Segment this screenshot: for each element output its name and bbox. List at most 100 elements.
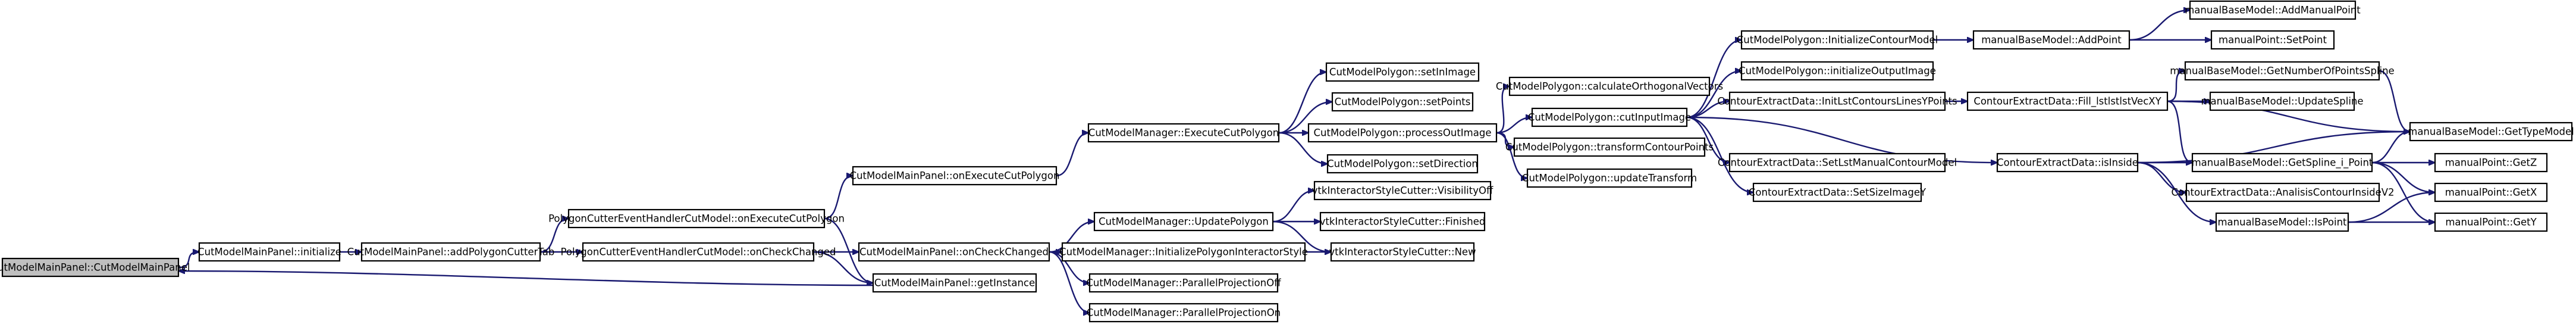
node-cutmodelmanager-parallelprojectionoff[interactable]: CutModelManager::ParallelProjectionOff bbox=[1086, 273, 1281, 293]
node-manualbasemodel-ispoint[interactable]: manualBaseModel::IsPoint bbox=[2215, 212, 2349, 232]
node-cutmodelmainpanel-cutmodelmainpanel[interactable]: CutModelMainPanel::CutModelMainPanel bbox=[0, 257, 190, 278]
node-contourextractdata-setsizeimagey[interactable]: ContourExtractData::SetSizeImageY bbox=[1749, 182, 1926, 202]
node-manualbasemodel-getnumberofpointsspline[interactable]: manualBaseModel::GetNumberOfPointsSpline bbox=[2170, 61, 2395, 81]
node-cutmodelmanager-updatepolygon[interactable]: CutModelManager::UpdatePolygon bbox=[1093, 211, 1274, 232]
node-box[interactable] bbox=[2189, 0, 2357, 20]
node-box[interactable] bbox=[1526, 168, 1693, 188]
node-contourextractdata-analisiscontourinsidev2[interactable]: ContourExtractData::AnalisisContourInsid… bbox=[2171, 182, 2395, 202]
node-box[interactable] bbox=[2191, 152, 2373, 173]
node-label: vtkInteractorStyleCutter::New bbox=[1329, 247, 1476, 258]
node-box[interactable] bbox=[582, 242, 815, 262]
node-label: CutModelMainPanel::onCheckChanged bbox=[859, 247, 1049, 258]
node-contourextractdata-initlstcontourslinesypoints[interactable]: ContourExtractData::InitLstContoursLines… bbox=[1717, 91, 1957, 111]
node-box[interactable] bbox=[1513, 137, 1706, 157]
node-cutmodelpolygon-setinimage[interactable]: CutModelPolygon::setInImage bbox=[1325, 62, 1480, 82]
node-box[interactable] bbox=[1319, 211, 1486, 232]
node-cutmodelpolygon-initializecontourmodel[interactable]: CutModelPolygon::InitializeContourModel bbox=[1737, 30, 1938, 50]
node-label: CutModelPolygon::InitializeContourModel bbox=[1737, 35, 1938, 46]
node-manualbasemodel-gettypemodel[interactable]: manualBaseModel::GetTypeModel bbox=[2408, 122, 2574, 142]
node-cutmodelmainpanel-onexecutecutpolygon[interactable]: CutModelMainPanel::onExecuteCutPolygon bbox=[850, 166, 1060, 186]
node-box[interactable] bbox=[1972, 30, 2131, 50]
node-box[interactable] bbox=[2434, 182, 2548, 202]
node-contourextractdata-setlstmanualcontourmodel[interactable]: ContourExtractData::SetLstManualContourM… bbox=[1718, 152, 1957, 173]
node-box[interactable] bbox=[1088, 273, 1279, 293]
node-box[interactable] bbox=[1996, 152, 2139, 173]
edge-n-addpoint-to-n-addmanualpoint bbox=[2129, 10, 2190, 41]
node-manualbasemodel-addmanualpoint[interactable]: manualBaseModel::AddManualPoint bbox=[2185, 0, 2361, 20]
node-manualpoint-setpoint[interactable]: manualPoint::SetPoint bbox=[2210, 30, 2335, 50]
node-box[interactable] bbox=[2184, 61, 2380, 81]
node-label: manualBaseModel::GetSpline_i_Point bbox=[2192, 157, 2373, 169]
node-box[interactable] bbox=[198, 242, 341, 262]
node-label: manualPoint::SetPoint bbox=[2219, 35, 2327, 46]
node-box[interactable] bbox=[1093, 211, 1274, 232]
node-cutmodelmanager-executecutpolygon[interactable]: CutModelManager::ExecuteCutPolygon bbox=[1087, 123, 1280, 143]
node-vtkinteractorstylecutter-visibilityoff[interactable]: vtkInteractorStyleCutter::VisibilityOff bbox=[1312, 180, 1493, 201]
node-box[interactable] bbox=[1728, 91, 1946, 111]
node-box[interactable] bbox=[1313, 180, 1492, 201]
node-box[interactable] bbox=[2434, 212, 2548, 232]
node-box[interactable] bbox=[1740, 30, 1934, 50]
node-box[interactable] bbox=[1061, 242, 1306, 262]
node-cutmodelmanager-parallelprojectionon[interactable]: CutModelManager::ParallelProjectionOn bbox=[1087, 303, 1281, 323]
node-cutmodelmainpanel-addpolygoncuttertab[interactable]: CutModelMainPanel::addPolygonCutterTab bbox=[347, 242, 555, 262]
node-manualbasemodel-addpoint[interactable]: manualBaseModel::AddPoint bbox=[1972, 30, 2131, 50]
node-cutmodelpolygon-setdirection[interactable]: CutModelPolygon::setDirection bbox=[1326, 154, 1479, 174]
node-box[interactable] bbox=[1087, 123, 1280, 143]
node-contourextractdata-isinside[interactable]: ContourExtractData::isInside bbox=[1996, 152, 2139, 173]
node-manualpoint-getx[interactable]: manualPoint::GetX bbox=[2434, 182, 2548, 202]
node-box[interactable] bbox=[872, 273, 1037, 293]
node-cutmodelpolygon-calculateorthogonalvectors[interactable]: CutModelPolygon::calculateOrthogonalVect… bbox=[1496, 76, 1723, 96]
node-vtkinteractorstylecutter-new[interactable]: vtkInteractorStyleCutter::New bbox=[1329, 242, 1476, 262]
edge-n-execcut-to-n-setpoints bbox=[1278, 102, 1332, 134]
node-box[interactable] bbox=[2215, 212, 2349, 232]
node-cutmodelmainpanel-getinstance[interactable]: CutModelMainPanel::getInstance bbox=[872, 273, 1037, 293]
node-box[interactable] bbox=[1728, 152, 1946, 173]
node-cutmodelpolygon-cutinputimage[interactable]: CutModelPolygon::cutInputImage bbox=[1528, 107, 1691, 127]
node-manualpoint-getz[interactable]: manualPoint::GetZ bbox=[2434, 152, 2548, 173]
node-cutmodelpolygon-updatetransform[interactable]: CutModelPolygon::updateTransform bbox=[1522, 168, 1697, 188]
node-box[interactable] bbox=[1531, 107, 1688, 127]
node-box[interactable] bbox=[1307, 123, 1498, 143]
node-box[interactable] bbox=[2434, 152, 2548, 173]
node-cutmodelmainpanel-oncheckchanged[interactable]: CutModelMainPanel::onCheckChanged bbox=[858, 242, 1050, 262]
node-box[interactable] bbox=[1740, 61, 1934, 81]
node-box[interactable] bbox=[1088, 303, 1279, 323]
node-box[interactable] bbox=[567, 208, 826, 229]
node-label: CutModelManager::ExecuteCutPolygon bbox=[1088, 127, 1279, 139]
node-box[interactable] bbox=[1330, 242, 1475, 262]
node-contourextractdata-fill-lstlstlstvecxy[interactable]: ContourExtractData::Fill_lstlstlstVecXY bbox=[1966, 91, 2169, 111]
edge-n-processout-to-n-cutinput bbox=[1496, 117, 1532, 134]
node-box[interactable] bbox=[360, 242, 541, 262]
edge-n-fillst-to-n-getspline bbox=[2167, 100, 2192, 163]
node-box[interactable] bbox=[1326, 154, 1479, 174]
node-box[interactable] bbox=[1508, 76, 1711, 96]
node-box[interactable] bbox=[2210, 30, 2335, 50]
node-manualpoint-gety[interactable]: manualPoint::GetY bbox=[2434, 212, 2548, 232]
node-polygoncuttereventhandlercutmodel-onexecutecutpolygon[interactable]: PolygonCutterEventHandlerCutModel::onExe… bbox=[548, 208, 845, 229]
node-manualbasemodel-getspline-i-point[interactable]: manualBaseModel::GetSpline_i_Point bbox=[2191, 152, 2373, 173]
node-cutmodelpolygon-setpoints[interactable]: CutModelPolygon::setPoints bbox=[1331, 92, 1474, 112]
node-box[interactable] bbox=[1, 257, 180, 278]
node-box[interactable] bbox=[2409, 122, 2573, 142]
node-box[interactable] bbox=[2185, 182, 2380, 202]
node-cutmodelmanager-initializepolygoninteractorstyle[interactable]: CutModelManager::InitializePolygonIntera… bbox=[1059, 242, 1308, 262]
node-box[interactable] bbox=[858, 242, 1050, 262]
node-cutmodelpolygon-transformcontourpoints[interactable]: CutModelPolygon::transformContourPoints bbox=[1505, 137, 1714, 157]
node-cutmodelmainpanel-initialize[interactable]: CutModelMainPanel::initialize bbox=[197, 242, 341, 262]
node-label: manualPoint::GetZ bbox=[2445, 157, 2537, 169]
node-box[interactable] bbox=[852, 166, 1058, 186]
node-manualbasemodel-updatespline[interactable]: manualBaseModel::UpdateSpline bbox=[2201, 91, 2364, 111]
node-polygoncuttereventhandlercutmodel-oncheckchanged[interactable]: PolygonCutterEventHandlerCutModel::onChe… bbox=[561, 242, 836, 262]
node-label: CutModelManager::UpdatePolygon bbox=[1099, 216, 1269, 228]
node-box[interactable] bbox=[1331, 92, 1474, 112]
node-vtkinteractorstylecutter-finished[interactable]: vtkInteractorStyleCutter::Finished bbox=[1319, 211, 1486, 232]
node-box[interactable] bbox=[1752, 182, 1922, 202]
node-box[interactable] bbox=[1966, 91, 2169, 111]
node-box[interactable] bbox=[2209, 91, 2355, 111]
node-label: vtkInteractorStyleCutter::VisibilityOff bbox=[1312, 185, 1493, 197]
edges-layer bbox=[178, 10, 2435, 313]
node-cutmodelpolygon-processoutimage[interactable]: CutModelPolygon::processOutImage bbox=[1307, 123, 1498, 143]
node-cutmodelpolygon-initializeoutputimage[interactable]: CutModelPolygon::initializeOutputImage bbox=[1739, 61, 1936, 81]
node-box[interactable] bbox=[1325, 62, 1480, 82]
